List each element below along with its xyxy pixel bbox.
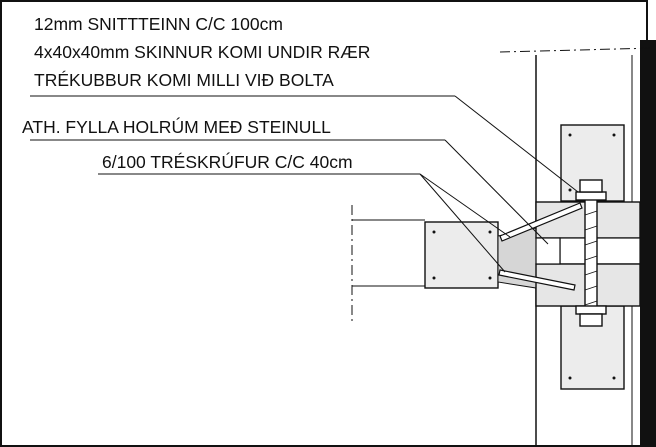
bolt-thread xyxy=(584,210,598,216)
threaded-bolt xyxy=(584,186,598,318)
leader-screws-b xyxy=(419,173,506,273)
top-nut xyxy=(579,179,603,193)
bolt-thread xyxy=(584,285,598,291)
lower-plate-dot xyxy=(612,376,616,380)
left-wood-block xyxy=(424,221,499,289)
wood-screw xyxy=(498,269,576,291)
label-insulation: ATH. FYLLA HOLRÚM MEÐ STEINULL xyxy=(22,116,331,137)
lower-plate-dot xyxy=(568,376,572,380)
bolt-thread xyxy=(584,300,598,306)
bottom-nut xyxy=(579,313,603,327)
bolt-thread xyxy=(584,240,598,246)
bolt-thread xyxy=(584,270,598,276)
label-bolt: 12mm SNITTTEINN C/C 100cm xyxy=(34,14,283,34)
bolt-thread xyxy=(584,225,598,231)
middle-gap xyxy=(559,237,641,265)
label-block: TRÉKUBBUR KOMI MILLI VIÐ BOLTA xyxy=(34,70,334,90)
upper-plate-dot xyxy=(568,188,572,192)
left-block-dot xyxy=(488,230,492,234)
top-washer xyxy=(575,191,607,201)
left-block-dot xyxy=(432,276,436,280)
bolt-thread xyxy=(584,255,598,261)
leader-batten xyxy=(454,95,579,193)
upper-plate-dot xyxy=(568,133,572,137)
leader-screws-a xyxy=(419,173,511,238)
label-batten: 4x40x40mm SKINNUR KOMI UNDIR RÆR xyxy=(34,42,370,62)
leader-insulation xyxy=(444,139,549,245)
left-block-dot xyxy=(432,230,436,234)
left-block-dot xyxy=(488,276,492,280)
trekubbur-block xyxy=(535,237,561,265)
label-screws: 6/100 TRÉSKRÚFUR C/C 40cm xyxy=(102,151,353,172)
centerline xyxy=(499,47,656,53)
bottom-washer xyxy=(575,305,607,315)
upper-plate-dot xyxy=(612,133,616,137)
wood-screw xyxy=(499,202,583,242)
right-heavy-border xyxy=(640,40,656,447)
